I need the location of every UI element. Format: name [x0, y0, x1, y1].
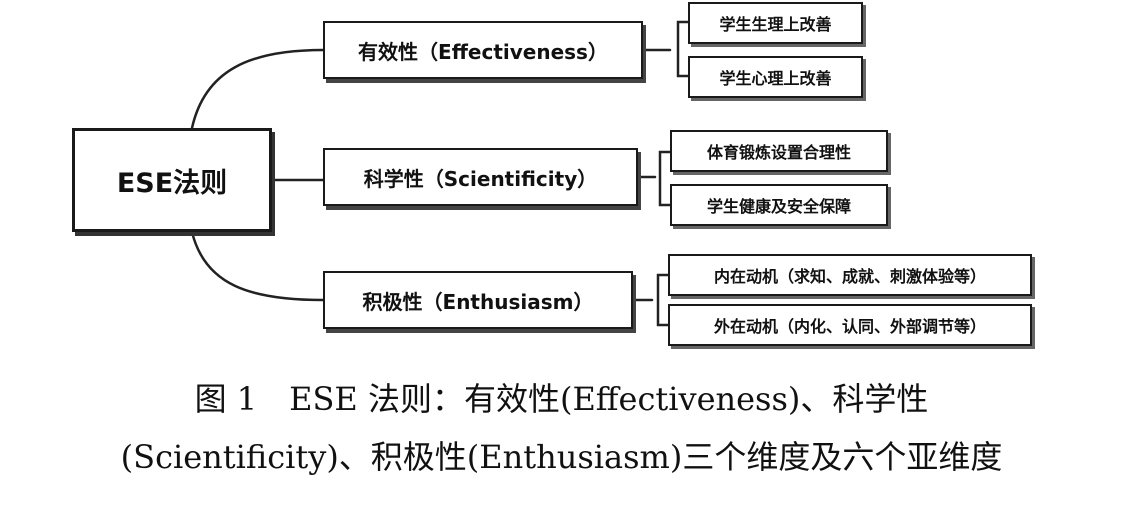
- leaf-node-intrinsic-motivation: 内在动机（求知、成就、刺激体验等）: [668, 254, 1032, 296]
- connector-lines: [190, 20, 690, 327]
- connector-branch-1-leaves: [641, 20, 690, 78]
- branch-node-enthusiasm: 积极性（Enthusiasm）: [323, 271, 633, 329]
- caption-line-2: (Scientificity)、积极性(Enthusiasm)三个维度及六个亚维…: [120, 438, 1003, 476]
- figure-caption: 图 1 ESE 法则：有效性(Effectiveness)、科学性 (Scien…: [0, 370, 1123, 486]
- root-node: ESE法则: [72, 128, 272, 232]
- leaf-node-extrinsic-motivation: 外在动机（内化、认同、外部调节等）: [668, 304, 1032, 346]
- leaf-node-exercise-rationality: 体育锻炼设置合理性: [670, 130, 888, 172]
- connector-root-branch-3: [190, 230, 325, 302]
- connector-branch-3-leaves: [631, 273, 670, 327]
- leaf-node-health-safety: 学生健康及安全保障: [670, 184, 888, 226]
- branch-node-effectiveness: 有效性（Effectiveness）: [323, 21, 643, 79]
- branch-node-scientificity: 科学性（Scientificity）: [323, 148, 638, 206]
- mind-map-diagram: ESE法则 有效性（Effectiveness） 科学性（Scientifici…: [72, 2, 1032, 346]
- leaf-node-physiological: 学生生理上改善: [688, 2, 863, 44]
- connector-branch-2-leaves: [636, 150, 672, 207]
- caption-line-1: 图 1 ESE 法则：有效性(Effectiveness)、科学性: [194, 380, 929, 418]
- leaf-node-psychological: 学生心理上改善: [688, 56, 863, 98]
- connector-root-branch-1: [190, 48, 325, 130]
